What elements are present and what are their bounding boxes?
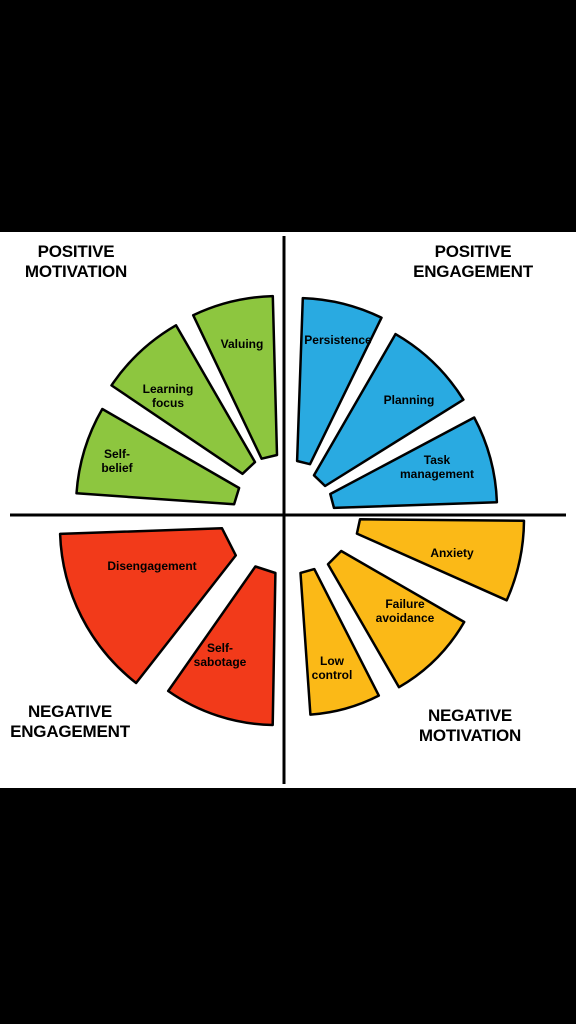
quadrant-label-line: POSITIVE: [434, 242, 512, 261]
segment-label-line: Failure: [385, 597, 425, 611]
segment-low-control: [299, 567, 381, 716]
quadrant-label-positive-motivation: POSITIVE MOTIVATION: [14, 242, 138, 282]
segment-label-line: management: [400, 467, 474, 481]
segment-label-persistence: Persistence: [304, 333, 372, 347]
segment-label-line: Task: [424, 453, 451, 467]
quadrant-label-line: NEGATIVE: [427, 706, 513, 725]
quadrant-label-positive-engagement: POSITIVE ENGAGEMENT: [402, 242, 544, 282]
segment-label-line: avoidance: [376, 611, 435, 625]
quadrant-label-line: MOTIVATION: [24, 262, 128, 281]
segment-label-line: Self-: [207, 641, 233, 655]
quadrant-label-negative-motivation: NEGATIVE MOTIVATION: [406, 706, 534, 746]
quadrant-label-line: MOTIVATION: [418, 726, 522, 745]
segment-label-line: Persistence: [304, 333, 372, 347]
segment-label-line: Low: [320, 654, 345, 668]
quadrant-label-line: POSITIVE: [37, 242, 115, 261]
segment-label-line: focus: [152, 396, 184, 410]
quadrant-label-line: ENGAGEMENT: [413, 262, 533, 281]
segment-label-line: Anxiety: [430, 546, 474, 560]
segment-label-valuing: Valuing: [221, 337, 264, 351]
segment-label-line: Planning: [384, 393, 435, 407]
segment-valuing: [191, 294, 279, 460]
segment-label-anxiety: Anxiety: [430, 546, 474, 560]
segment-persistence: [295, 296, 383, 466]
segment-label-self-belief: Self-belief: [101, 447, 133, 475]
segment-disengagement: [58, 527, 238, 685]
segment-task-management: [329, 416, 499, 510]
segment-label-line: Learning: [143, 382, 194, 396]
segment-anxiety: [355, 518, 526, 602]
segment-label-line: Disengagement: [107, 559, 196, 573]
segment-label-planning: Planning: [384, 393, 435, 407]
segment-planning: [312, 332, 465, 488]
segment-label-line: control: [312, 668, 353, 682]
segment-label-line: Self-: [104, 447, 130, 461]
quadrant-label-line: ENGAGEMENT: [10, 722, 130, 741]
quadrant-label-line: NEGATIVE: [27, 702, 113, 721]
segment-learning-focus: [110, 324, 257, 476]
segment-self-sabotage: [166, 565, 277, 727]
quadrant-label-negative-engagement: NEGATIVE ENGAGEMENT: [2, 702, 138, 742]
segment-label-line: Valuing: [221, 337, 264, 351]
segment-label-disengagement: Disengagement: [107, 559, 196, 573]
segment-label-line: belief: [101, 461, 133, 475]
segment-self-belief: [75, 407, 241, 506]
segment-label-self-sabotage: Self-sabotage: [194, 641, 247, 669]
segment-label-line: sabotage: [194, 655, 247, 669]
segment-failure-avoidance: [326, 549, 466, 689]
